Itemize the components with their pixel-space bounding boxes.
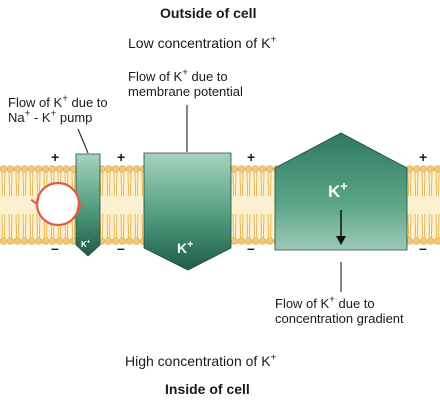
gradient-flow-label: Flow of K+ due to concentration gradient — [275, 294, 404, 326]
outside-title: Outside of cell — [160, 5, 257, 21]
charge-minus: – — [117, 240, 125, 256]
inside-subtitle: High concentration of K+ — [125, 351, 277, 369]
pump-label: Na⁺ - K⁺ Pump — [44, 195, 72, 210]
pump-flow-label: Flow of K+ due to Na+ - K+ pump — [8, 93, 108, 125]
charge-minus: – — [51, 240, 59, 256]
gradient-channel-ion: K+ — [328, 178, 348, 201]
charge-minus: – — [419, 240, 427, 256]
charge-plus: + — [51, 149, 60, 165]
charge-plus: + — [419, 149, 428, 165]
charge-minus: – — [247, 240, 255, 256]
potential-channel-ion: K+ — [177, 238, 194, 256]
pump-channel-ion: K+ — [81, 239, 91, 249]
charge-plus: + — [247, 149, 256, 165]
gradient-channel — [274, 132, 408, 251]
membrane-flow-label: Flow of K+ due to membrane potential — [128, 67, 243, 99]
pump-channel — [75, 153, 101, 257]
potential-channel — [143, 152, 232, 271]
outside-subtitle: Low concentration of K+ — [128, 33, 277, 51]
na-k-pump — [30, 181, 86, 227]
down-arrow-icon — [336, 210, 346, 245]
inside-title: Inside of cell — [165, 381, 250, 397]
leader-lines — [77, 105, 342, 292]
charge-plus: + — [117, 149, 126, 165]
